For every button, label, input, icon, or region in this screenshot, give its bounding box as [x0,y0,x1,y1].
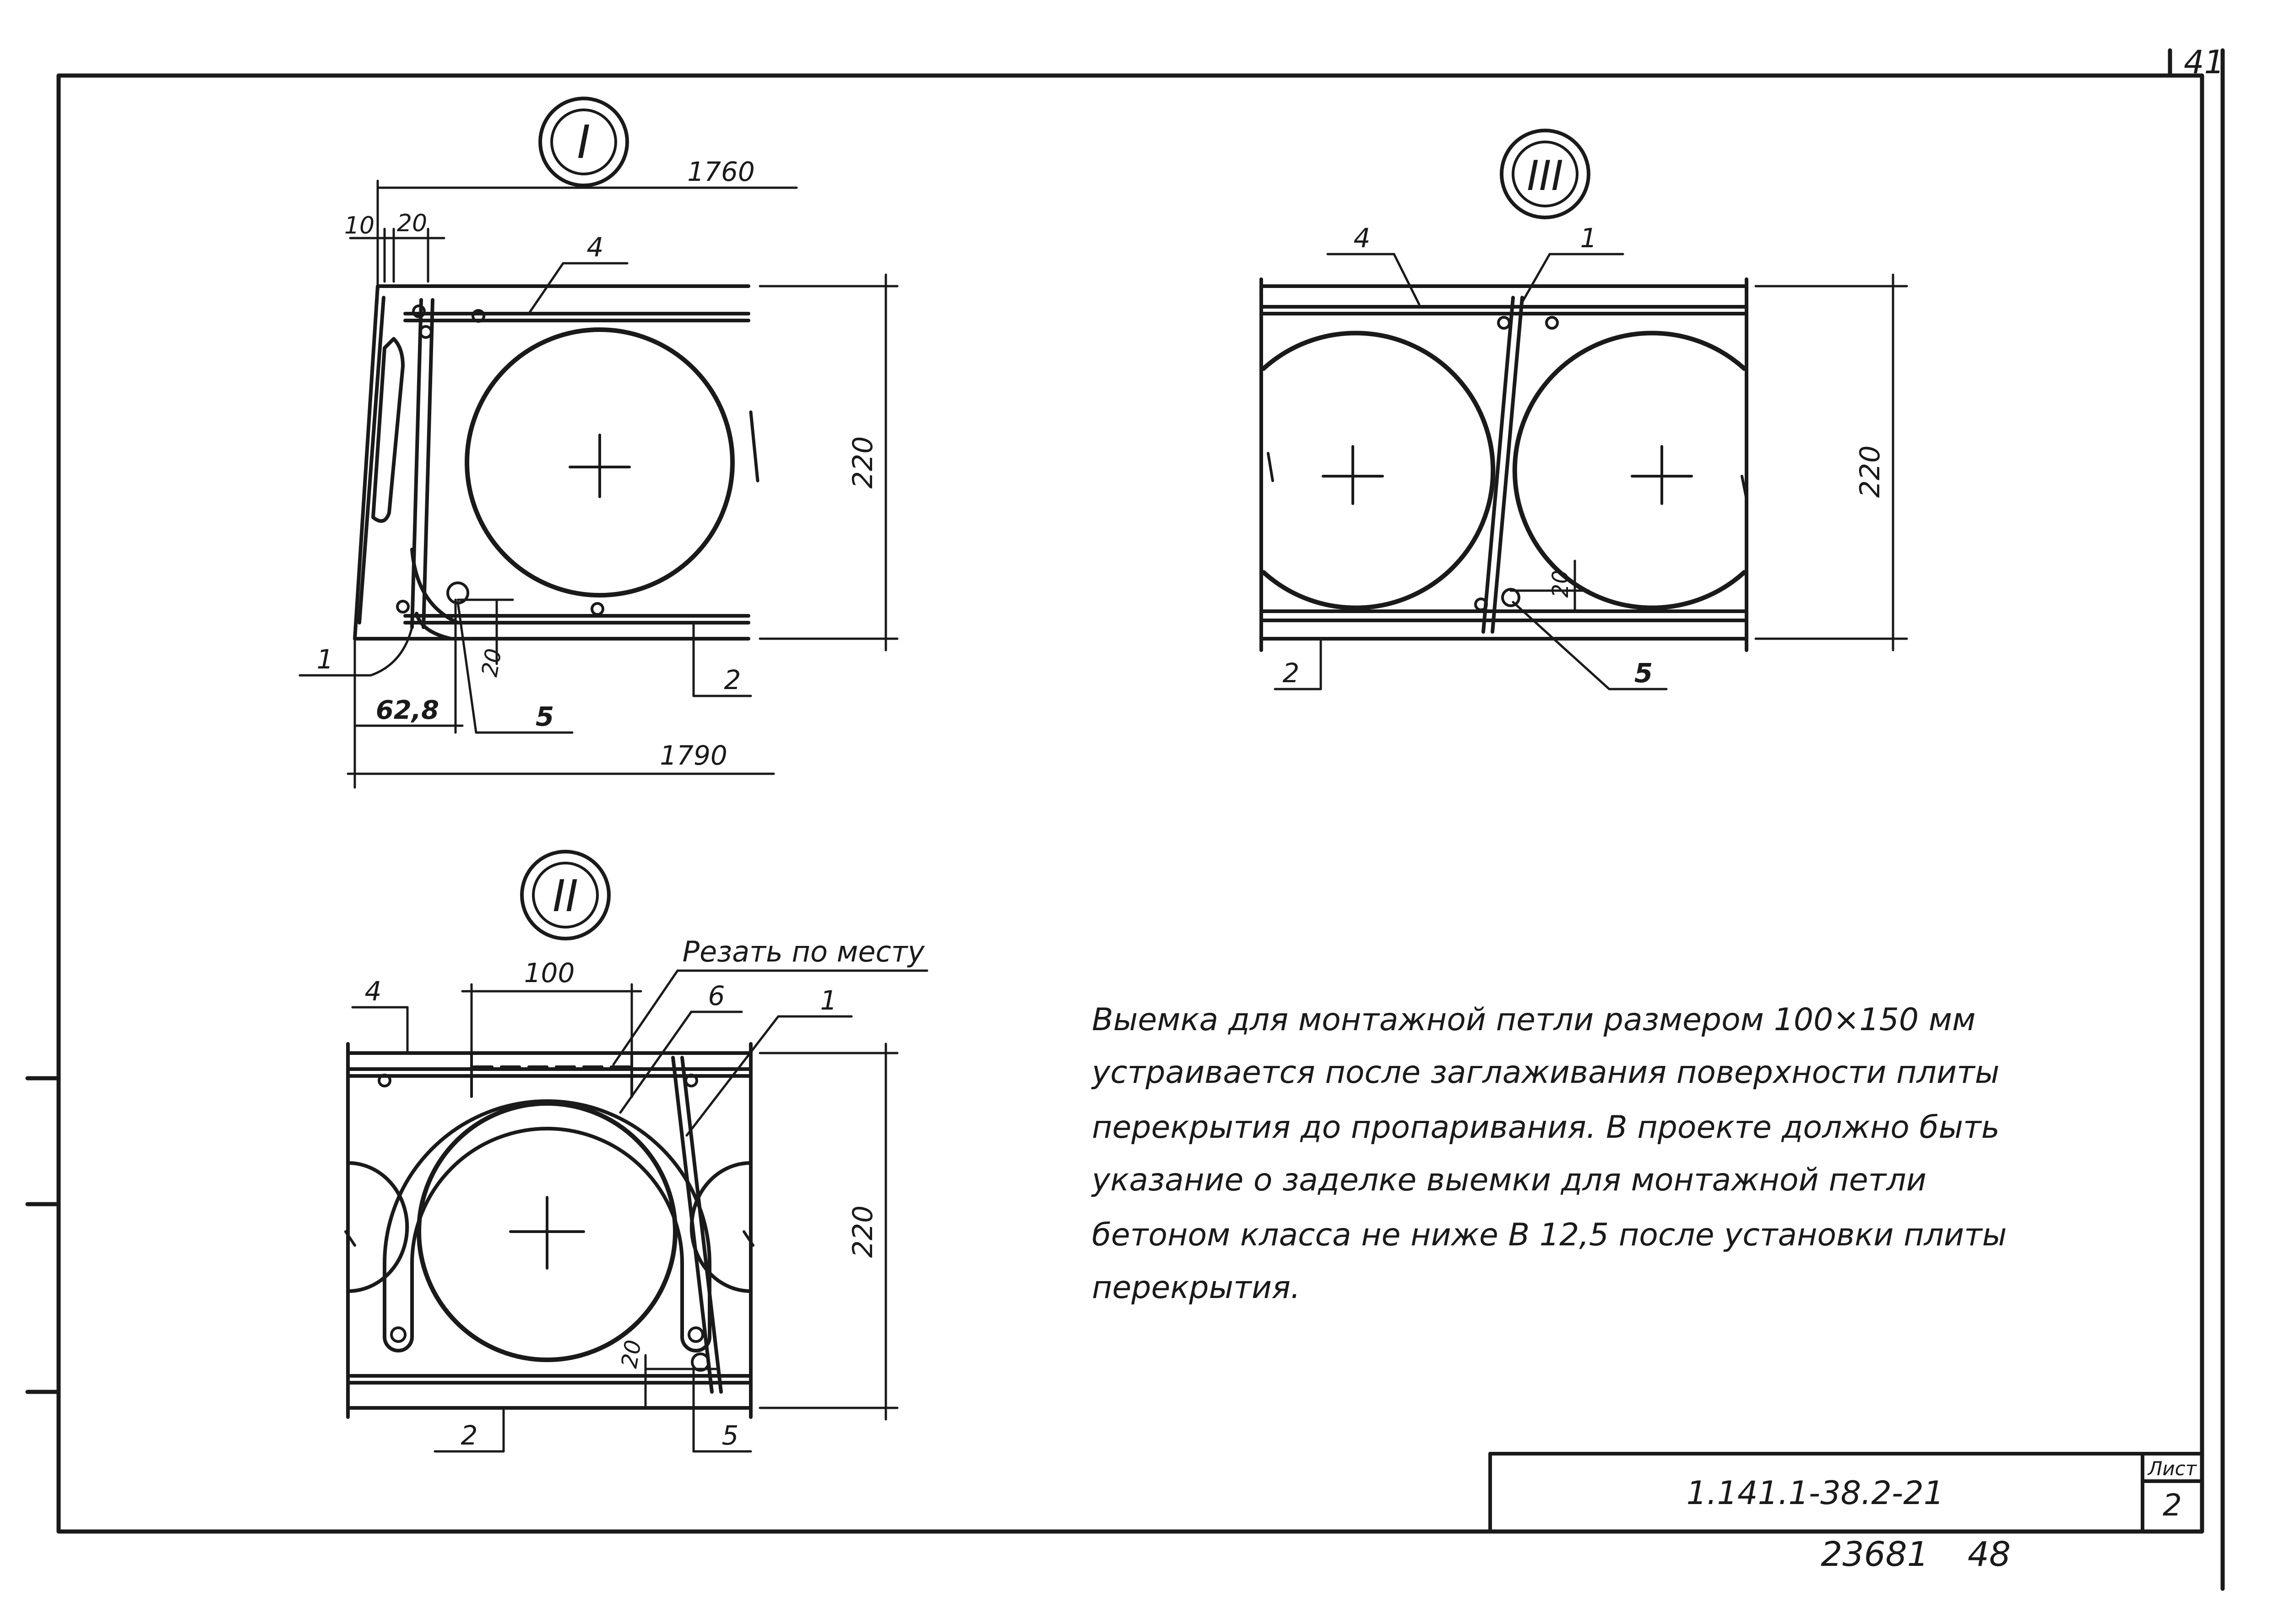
svg-text:III: III [1527,152,1563,200]
pos-1: 1 [820,985,837,1016]
section-1-void [465,327,759,597]
section-3-rebars [1474,316,1559,611]
section-3-loop [1481,296,1524,634]
sheet-label: Лист [2147,1457,2197,1480]
sheet-number: 2 [2163,1488,2182,1523]
archive-number: 23681 [1821,1535,1928,1574]
pos-4: 4 [587,232,604,263]
pos-2: 2 [1283,657,1300,689]
dim-62-8: 62,8 [376,695,439,725]
dim-20-top: 20 [397,210,427,237]
dim-20: 20 [1548,570,1573,597]
note-line-4: указание о заделке выемки для монтажной … [1091,1162,1926,1198]
dim-20: 20 [616,1338,646,1370]
dim-100: 100 [524,957,575,989]
section-3-dimensions [1509,273,1908,652]
section-3-leaders [1274,253,1668,690]
dim-20-small: 20 [477,646,507,679]
dim-220: 220 [847,1206,879,1258]
svg-text:I: I [577,115,591,169]
title-block: 1.141.1-38.2-21 Лист 2 [1488,1452,2204,1533]
corner-page-number: 41 [2184,43,2224,81]
section-1-leaders [298,262,752,734]
section-2-loop-6 [383,1099,711,1352]
section-2-leaders [351,969,928,1453]
pos-2: 2 [461,1420,478,1451]
cut-note: Резать по месту [683,935,925,968]
section-2-marker: II [520,850,611,940]
note-line-3: перекрытия до пропаривания. В проекте до… [1092,1109,2000,1146]
pos-5: 5 [722,1420,739,1451]
section-2-void [417,1101,678,1362]
document-code: 1.141.1-38.2-21 [1687,1474,1944,1512]
note-block: Выемка для монтажной петли размером 100×… [1091,1002,2007,1306]
dim-1760: 1760 [687,156,755,187]
pos-5: 5 [536,701,554,732]
note-line-2: устраивается после заглаживания поверхно… [1091,1054,1999,1091]
section-3-marker: III [1500,129,1590,219]
section-1-marker: I [538,97,629,187]
section-1-dimensions [347,179,899,789]
note-line-5: бетоном класса не ниже В 12,5 после уста… [1092,1217,2007,1253]
section-1: I [298,97,899,789]
archive-suffix: 48 [1968,1535,2011,1574]
dim-220: 220 [1854,445,1886,498]
section-3: III [1259,129,1908,690]
pos-2: 2 [724,664,741,695]
pos-6: 6 [708,980,725,1011]
section-2-dimensions [461,983,899,1421]
note-line-6: перекрытия. [1092,1270,1301,1306]
pos-4: 4 [1354,223,1371,254]
sheet-frame [25,48,2225,1591]
dim-1790: 1790 [660,740,727,771]
pos-1: 1 [1580,223,1597,254]
section-2-rebars [378,1074,710,1372]
section-2-recess [470,1052,633,1098]
section-2: II [344,850,928,1453]
section-2-loop-1 [671,1056,723,1394]
dim-220: 220 [847,436,879,489]
pos-1: 1 [317,644,334,675]
svg-text:II: II [553,871,578,922]
section-3-slab [1259,277,1748,652]
pos-4: 4 [365,976,382,1007]
note-line-1: Выемка для монтажной петли размером 100×… [1092,1002,1975,1038]
section-3-voids [1261,331,1748,610]
section-1-slab [353,284,750,641]
pos-5: 5 [1634,657,1653,689]
dim-10: 10 [344,212,374,239]
